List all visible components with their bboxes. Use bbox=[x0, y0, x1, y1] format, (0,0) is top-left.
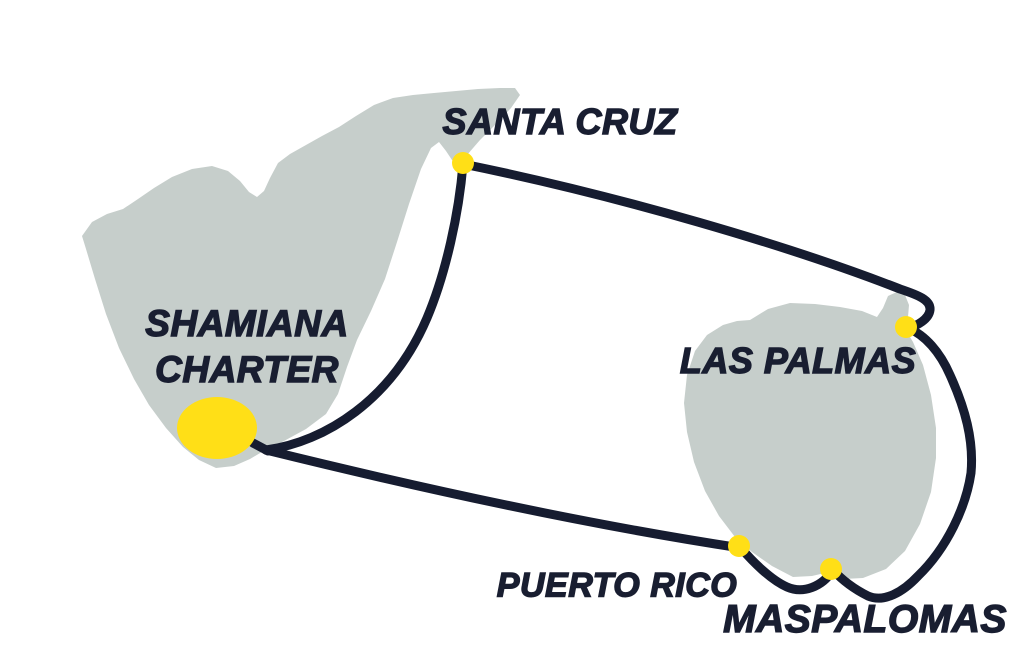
tenerife-island bbox=[82, 88, 520, 468]
port-marker-las-palmas bbox=[895, 316, 917, 338]
gran-canaria-island bbox=[684, 292, 936, 579]
port-marker-puerto-rico bbox=[728, 535, 750, 557]
route-maspalomas-to-puerto-rico bbox=[736, 543, 838, 595]
port-marker-maspalomas bbox=[820, 558, 842, 580]
port-markers bbox=[452, 152, 917, 580]
route-home-connector bbox=[248, 438, 273, 456]
home-port-marker bbox=[177, 397, 257, 459]
route-shamiana-to-santa-cruz bbox=[261, 159, 468, 455]
route-santa-cruz-to-las-palmas bbox=[458, 159, 935, 333]
port-marker-santa-cruz bbox=[452, 152, 474, 174]
route-puerto-rico-to-shamiana bbox=[261, 445, 746, 553]
route-las-palmas-to-maspalomas bbox=[828, 323, 977, 603]
